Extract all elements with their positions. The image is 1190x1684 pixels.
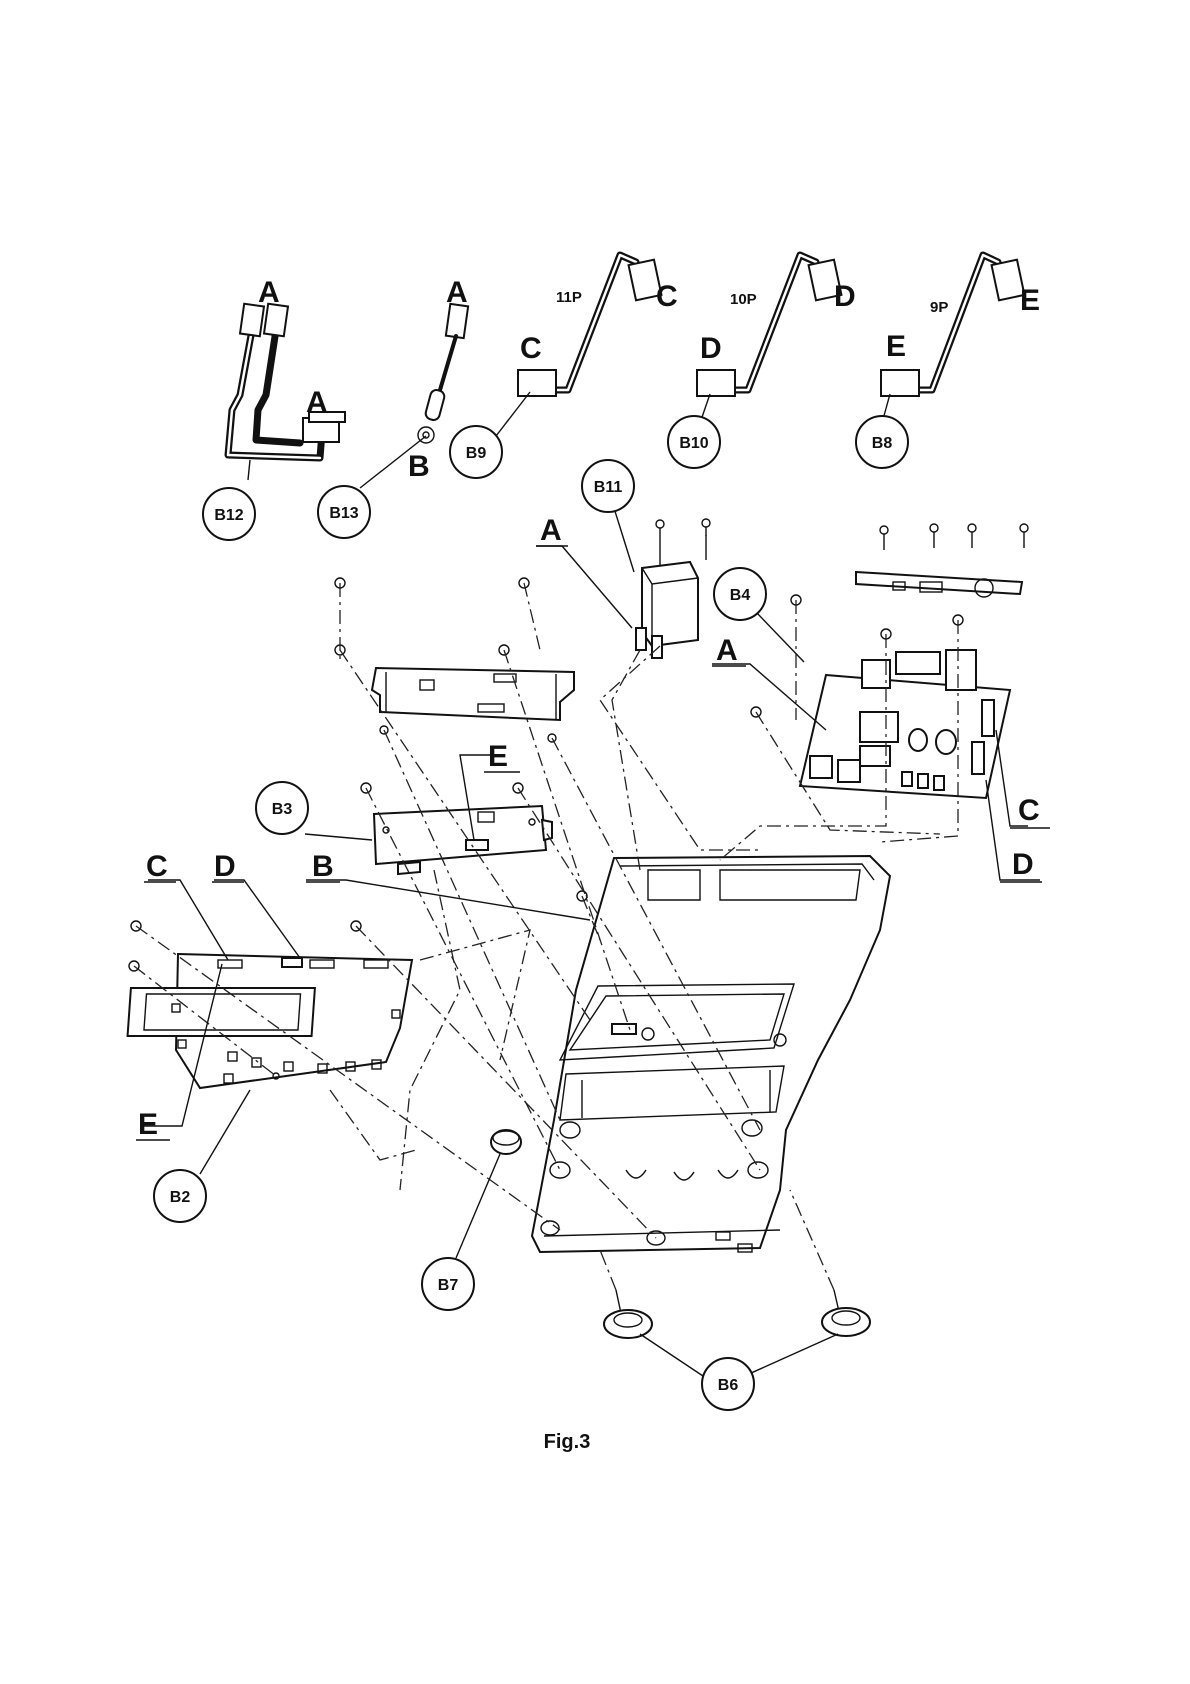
cable-e-9p: [881, 255, 1024, 396]
foot-right: [822, 1290, 870, 1336]
label-c-cable-bottom: C: [520, 332, 542, 365]
transformer-b11: [636, 519, 710, 658]
label-e-cable-bottom: E: [886, 330, 906, 363]
label-a-b12-bottom: A: [306, 386, 328, 419]
pin-count-10p: 10P: [730, 291, 757, 308]
label-b-b13: B: [408, 450, 430, 483]
svg-text:B12: B12: [214, 507, 243, 524]
svg-text:B2: B2: [170, 1189, 191, 1206]
pin-count-labels: 11P 10P 9P: [556, 289, 948, 316]
label-c-b2: C: [146, 850, 168, 883]
label-e-b2: E: [138, 1108, 158, 1141]
foot-left: [604, 1290, 652, 1338]
svg-text:B8: B8: [872, 435, 893, 452]
label-a-transformer: A: [540, 514, 562, 547]
svg-text:B11: B11: [594, 479, 623, 496]
label-c-main-board: C: [1018, 794, 1040, 827]
label-e-b3: E: [488, 740, 508, 773]
knob-b7: [491, 1130, 521, 1154]
cable-b13: [418, 304, 468, 443]
main-housing: [532, 856, 890, 1252]
label-d-b2: D: [214, 850, 236, 883]
label-a-b13: A: [446, 276, 468, 309]
display-board-b2: [128, 921, 412, 1088]
svg-text:B9: B9: [466, 445, 487, 462]
label-b-housing: B: [312, 850, 334, 883]
cable-d-10p: [697, 255, 841, 396]
figure-caption: Fig.3: [544, 1431, 591, 1453]
svg-text:B10: B10: [679, 435, 708, 452]
label-a-main-board: A: [716, 634, 738, 667]
label-e-cable-top: E: [1020, 284, 1040, 317]
callout-b2: B2: [154, 1170, 206, 1222]
label-d-main-board: D: [1012, 848, 1034, 881]
callout-b3: B3: [256, 782, 308, 834]
main-board-b4: [751, 524, 1028, 798]
upper-board: [335, 578, 574, 742]
callout-b6: B6: [702, 1358, 754, 1410]
callout-b7: B7: [422, 1258, 474, 1310]
callout-b10: B10: [668, 416, 720, 468]
label-d-cable-top: D: [834, 280, 856, 313]
callout-b11: B11: [582, 460, 634, 512]
callout-b4: B4: [714, 568, 766, 620]
callout-b8: B8: [856, 416, 908, 468]
label-d-cable-bottom: D: [700, 332, 722, 365]
label-a-b12-top: A: [258, 276, 280, 309]
svg-text:B6: B6: [718, 1377, 739, 1394]
pin-count-9p: 9P: [930, 299, 948, 316]
callout-b9: B9: [450, 426, 502, 478]
svg-text:B3: B3: [272, 801, 293, 818]
pin-count-11p: 11P: [556, 289, 582, 306]
svg-text:B7: B7: [438, 1277, 459, 1294]
svg-text:B13: B13: [329, 505, 358, 522]
callout-b12: B12: [203, 488, 255, 540]
svg-text:B4: B4: [730, 587, 751, 604]
callout-b13: B13: [318, 486, 370, 538]
cable-b12: [228, 304, 345, 458]
label-c-cable-top: C: [656, 280, 678, 313]
cable-c-11p: [518, 255, 661, 396]
